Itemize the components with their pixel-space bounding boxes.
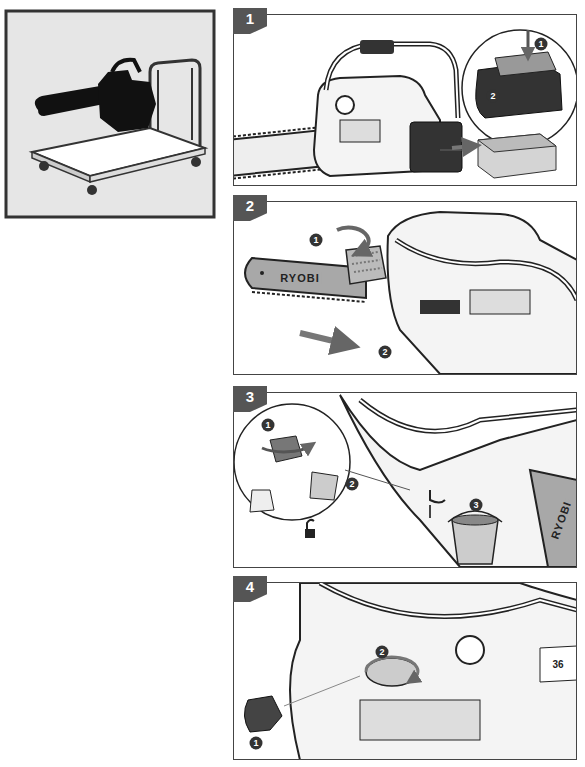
step-number: 3 [233,386,267,412]
step-panel: 3 [233,392,577,568]
brand-text: RYOBI [278,272,321,284]
callout-number: 1 [310,234,323,247]
step-number: 4 [233,576,267,602]
step-number: 1 [233,8,267,34]
callout-number: 2 [487,90,500,103]
callout-number: 1 [262,419,275,432]
cap-refit-illustration [244,583,576,759]
step-number: 2 [233,195,267,221]
callout-number: 2 [346,478,359,491]
step-panel: 1 [233,14,577,186]
oil-drain-illustration [234,395,576,567]
callout-number: 2 [379,346,392,359]
callout-number: 3 [470,499,483,512]
transport-icon [6,11,214,217]
callout-number: 1 [535,38,548,51]
callout-number: 2 [376,646,389,659]
callout-number: 1 [250,737,263,750]
bar-removal-illustration [245,212,576,374]
battery-removal-illustration [234,30,576,179]
step-panel: 4 [233,582,577,760]
brand-text: 36 [551,659,564,670]
step-panel: 2 [233,201,577,375]
